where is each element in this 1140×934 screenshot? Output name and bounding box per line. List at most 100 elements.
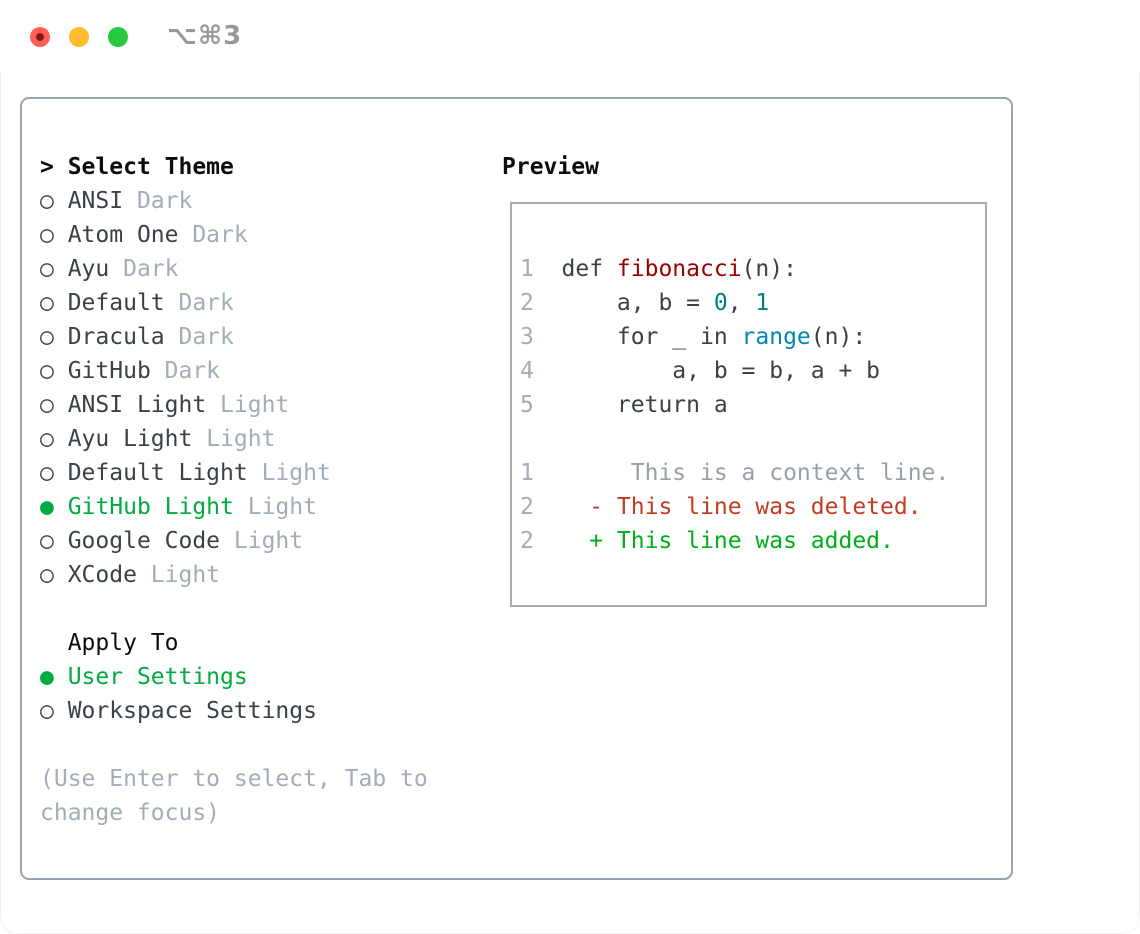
code-segment-number: 1 (755, 290, 770, 316)
hint-text: change focus) (40, 796, 428, 830)
code-segment-added: + This line was added. (561, 528, 894, 554)
radio-unselected-icon: ○ (40, 256, 54, 282)
radio-unselected-icon: ○ (40, 188, 54, 214)
traffic-lights (30, 27, 128, 47)
theme-variant: Light (136, 562, 221, 588)
prompt-icon: > (40, 154, 68, 180)
theme-option-github[interactable]: ○ GitHub Dark (40, 354, 428, 388)
apply-option-label: User Settings (53, 664, 248, 690)
spacer-row (40, 592, 428, 626)
code-segment-fg: a, b = (561, 290, 714, 316)
minimize-button[interactable] (69, 27, 89, 47)
titlebar: ⌥⌘3 (0, 0, 1140, 72)
preview-code-line: 3 for _ in range(n): (520, 320, 979, 354)
theme-option-default[interactable]: ○ Default Dark (40, 286, 428, 320)
radio-unselected-icon: ○ (40, 528, 54, 554)
theme-variant: Light (247, 460, 331, 486)
close-dot-icon (36, 33, 44, 41)
theme-name: ANSI Light (53, 392, 207, 418)
radio-selected-icon: ● (40, 494, 54, 520)
theme-option-ansi[interactable]: ○ ANSI Dark (40, 184, 428, 218)
radio-unselected-icon: ○ (40, 290, 54, 316)
preview-blank-line (520, 422, 979, 456)
preview-header: Preview (502, 154, 599, 180)
line-number: 5 (520, 392, 534, 418)
radio-selected-icon: ● (40, 664, 54, 690)
preview-code-line: 2 + This line was added. (520, 524, 979, 558)
theme-variant: Dark (178, 222, 248, 248)
theme-option-xcode[interactable]: ○ XCode Light (40, 558, 428, 592)
preview-code-line: 1 This is a context line. (520, 456, 979, 490)
code-segment-fg: (n): (810, 324, 867, 350)
theme-name: Ayu Light (53, 426, 193, 452)
preview-code-line: 2 a, b = 0, 1 (520, 286, 979, 320)
radio-unselected-icon: ○ (40, 324, 54, 350)
hint-line: change focus) (40, 800, 221, 826)
radio-unselected-icon: ○ (40, 698, 54, 724)
hint-text: (Use Enter to select, Tab to (40, 762, 428, 796)
line-number: 1 (520, 460, 534, 486)
line-number: 2 (520, 290, 534, 316)
theme-option-ayu-light[interactable]: ○ Ayu Light Light (40, 422, 428, 456)
theme-name: Atom One (53, 222, 179, 248)
apply-option-user-settings[interactable]: ● User Settings (40, 660, 428, 694)
theme-name: XCode (53, 562, 137, 588)
theme-option-dracula[interactable]: ○ Dracula Dark (40, 320, 428, 354)
radio-unselected-icon: ○ (40, 460, 54, 486)
line-number: 3 (520, 324, 534, 350)
zoom-button[interactable] (108, 27, 128, 47)
theme-variant: Dark (164, 290, 234, 316)
theme-variant: Light (192, 426, 276, 452)
select-theme-label: Select Theme (67, 154, 234, 180)
spacer-row (40, 728, 428, 762)
theme-variant: Dark (164, 324, 234, 350)
theme-list: > Select Theme○ ANSI Dark○ Atom One Dark… (40, 150, 428, 830)
radio-unselected-icon: ○ (40, 426, 54, 452)
theme-name: GitHub Light (53, 494, 234, 520)
preview-code-line: 2 - This line was deleted. (520, 490, 979, 524)
select-theme-header: > Select Theme (40, 150, 428, 184)
code-segment-fg: a, b = b, a + b (561, 358, 881, 384)
preview-code-line: 4 a, b = b, a + b (520, 354, 979, 388)
theme-picker-panel: > Select Theme○ ANSI Dark○ Atom One Dark… (20, 97, 1013, 880)
line-number: 2 (520, 494, 534, 520)
theme-name: Default (53, 290, 165, 316)
radio-unselected-icon: ○ (40, 222, 54, 248)
code-segment-function: fibonacci (616, 256, 742, 282)
code-segment-fg: for _ in (561, 324, 742, 350)
code-segment-deleted: - This line was deleted. (561, 494, 922, 520)
radio-unselected-icon: ○ (40, 392, 54, 418)
hint-line: (Use Enter to select, Tab to (40, 766, 428, 792)
theme-name: Google Code (53, 528, 221, 554)
theme-option-ansi-light[interactable]: ○ ANSI Light Light (40, 388, 428, 422)
line-number: 4 (520, 358, 534, 384)
line-number: 1 (520, 256, 534, 282)
code-segment-fg: return a (561, 392, 728, 418)
radio-unselected-icon: ○ (40, 562, 54, 588)
code-segment-context: This is a context line. (561, 460, 950, 486)
theme-name: ANSI (53, 188, 124, 214)
preview-code-line: 5 return a (520, 388, 979, 422)
theme-name: Ayu (53, 256, 110, 282)
theme-option-google-code[interactable]: ○ Google Code Light (40, 524, 428, 558)
close-button[interactable] (30, 27, 50, 47)
theme-variant: Dark (150, 358, 221, 384)
apply-to-header: Apply To (40, 626, 428, 660)
theme-name: Default Light (53, 460, 248, 486)
apply-option-workspace-settings[interactable]: ○ Workspace Settings (40, 694, 428, 728)
theme-option-default-light[interactable]: ○ Default Light Light (40, 456, 428, 490)
code-segment-fg: , (727, 290, 756, 316)
theme-variant: Dark (109, 256, 179, 282)
line-number: 2 (520, 528, 534, 554)
window-title: ⌥⌘3 (167, 21, 243, 51)
code-segment-number: 0 (713, 290, 728, 316)
code-segment-fg: (n): (741, 256, 797, 282)
theme-option-atom-one[interactable]: ○ Atom One Dark (40, 218, 428, 252)
theme-option-ayu[interactable]: ○ Ayu Dark (40, 252, 428, 286)
code-segment-builtin: range (741, 324, 811, 350)
theme-name: GitHub (53, 358, 151, 384)
theme-option-github-light[interactable]: ● GitHub Light Light (40, 490, 428, 524)
theme-variant: Light (233, 494, 317, 520)
